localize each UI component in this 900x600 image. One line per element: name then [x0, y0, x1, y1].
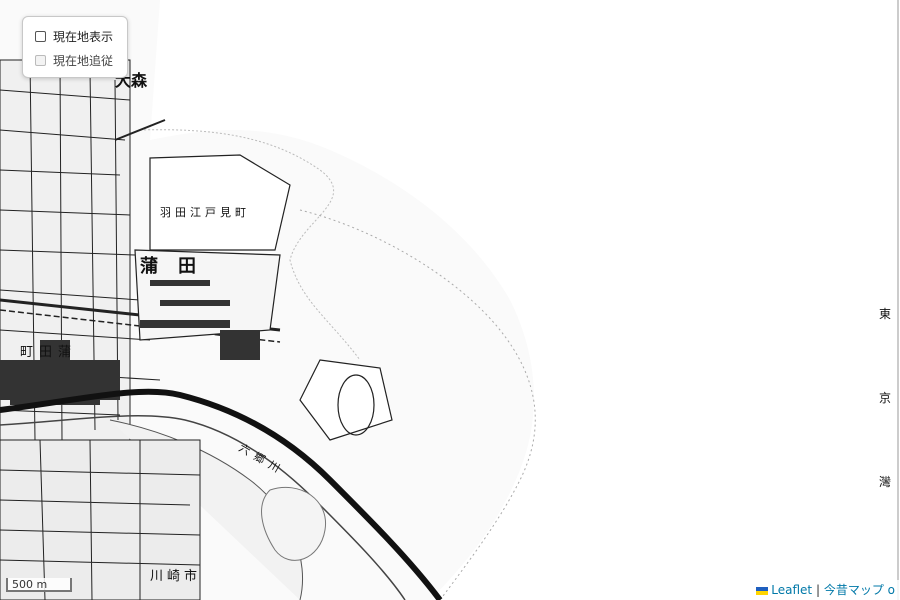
follow-location-label: 現在地追従 — [53, 54, 114, 68]
map-label-kawasaki: 川崎市 — [150, 568, 201, 584]
follow-location-toggle[interactable]: 現在地追従 — [35, 52, 113, 69]
map-label-tokyo-3: 灣 — [879, 475, 891, 489]
location-control-panel: 現在地表示 現在地追従 — [22, 16, 128, 78]
map-label-tokyo-1: 東 — [879, 307, 891, 321]
konjaku-map-link[interactable]: 今昔マップ o — [823, 583, 895, 597]
show-location-checkbox[interactable] — [35, 31, 46, 42]
attribution-separator: | — [815, 583, 820, 597]
show-location-label: 現在地表示 — [53, 30, 114, 44]
scale-bar: 500 m — [6, 578, 72, 592]
map-label-kamata-town: 町田蒲 — [20, 345, 77, 360]
show-location-toggle[interactable]: 現在地表示 — [35, 28, 113, 45]
attribution: Leaflet | 今昔マップ o — [751, 580, 900, 600]
map-label-tokyo-2: 京 — [879, 391, 891, 405]
map-label-haneda: 羽田江戸見町 — [160, 206, 250, 219]
map-label-kamata: 蒲田 — [140, 256, 216, 277]
follow-location-checkbox[interactable] — [35, 55, 46, 66]
scale-label: 500 m — [12, 578, 48, 591]
leaflet-link[interactable]: Leaflet — [771, 583, 813, 597]
ukraine-flag-icon — [756, 587, 769, 595]
